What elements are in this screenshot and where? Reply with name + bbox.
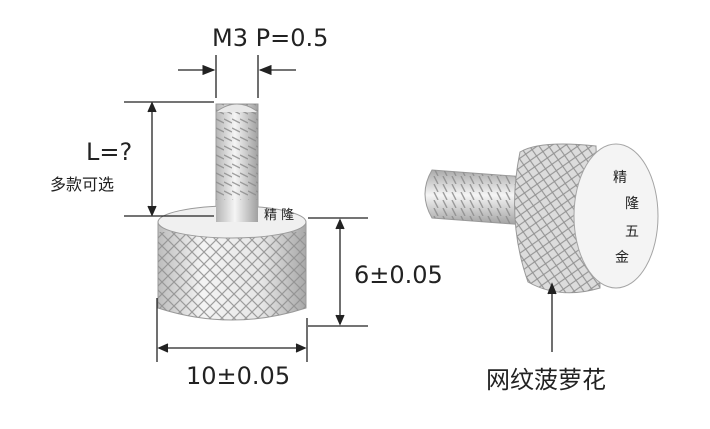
head-diameter-label: 10±0.05	[186, 362, 290, 390]
head-height-dimension	[308, 217, 368, 327]
side-view-screw: 精 隆 五 金	[424, 143, 659, 294]
side-screw-head: 精 隆 五 金	[514, 143, 659, 294]
front-screw-shaft	[215, 103, 259, 217]
head-marking-side-4: 金	[615, 250, 629, 266]
head-marking-side-2: 隆	[625, 196, 639, 212]
length-note: 多款可选	[50, 175, 114, 194]
length-dimension	[124, 101, 214, 217]
front-screw-head: 精 隆	[157, 200, 307, 321]
head-diameter-dimension	[156, 298, 308, 362]
thread-dimension	[178, 55, 296, 98]
head-marking-front: 精 隆	[264, 208, 294, 223]
length-label: L=?	[86, 138, 132, 166]
thread-spec-label: M3 P=0.5	[212, 24, 328, 52]
side-screw-shaft	[424, 169, 541, 227]
knurl-type-label: 网纹菠萝花	[486, 366, 606, 394]
head-height-label: 6±0.05	[354, 261, 443, 289]
front-view-screw: 精 隆	[157, 103, 307, 321]
head-marking-side-1: 精	[613, 170, 627, 186]
knurl-callout	[547, 282, 557, 352]
head-marking-side-3: 五	[625, 224, 639, 240]
